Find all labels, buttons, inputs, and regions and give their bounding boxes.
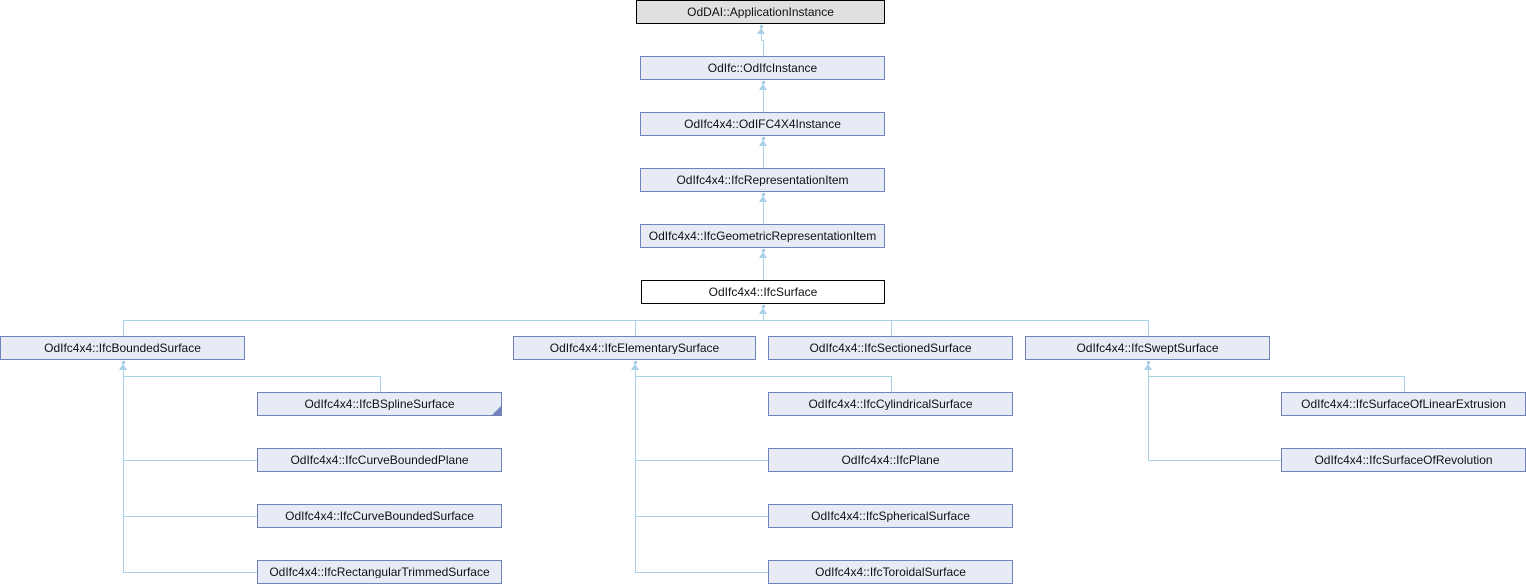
class-node-label: OdIfc4x4::IfcElementarySurface [549,342,720,354]
class-node-ifc-surface-of-linear-extrusion[interactable]: OdIfc4x4::IfcSurfaceOfLinearExtrusion [1281,392,1526,416]
edge-ifc-surface-to-ifc-geometric-representation-item [763,252,764,280]
bus-ifc-elementary-surface [635,376,891,377]
class-node-label: OdIfc4x4::IfcSurface [708,286,818,298]
edge-ifc-geometric-representation-item-to-ifc-representation-item [763,196,764,224]
inheritance-arrow-ifc-representation-item [759,140,767,146]
class-node-label: OdDAI::ApplicationInstance [687,6,834,18]
inheritance-arrow-trunk-ifc-swept-surface-nub [1147,361,1150,364]
class-node-ifc-geometric-representation-item[interactable]: OdIfc4x4::IfcGeometricRepresentationItem [640,224,885,248]
trunk-ifc-elementary-surface [635,364,636,572]
branch-ifc-toroidal-surface [635,572,768,573]
bus-riser-ifc-surface [763,308,764,320]
inheritance-arrow-ifc-representation-item-nub [762,137,765,140]
class-node-label: OdIfc4x4::IfcCurveBoundedSurface [285,510,474,522]
class-node-label: OdIfc4x4::IfcSectionedSurface [809,342,972,354]
drop-odifc-instance [763,40,764,56]
class-node-label: OdIfc4x4::IfcSurfaceOfRevolution [1314,454,1493,466]
inheritance-arrow-trunk-ifc-elementary-surface-nub [634,361,637,364]
branch-ifc-spherical-surface [635,516,768,517]
bus-ifc-swept-surface [1148,376,1404,377]
branch-ifc-curve-bounded-plane [123,460,257,461]
class-node-ifc-cylindrical-surface[interactable]: OdIfc4x4::IfcCylindricalSurface [768,392,1013,416]
class-node-label: OdIfc4x4::IfcSphericalSurface [811,510,970,522]
drop-ifc-swept-surface [1148,320,1149,336]
inheritance-arrow-trunk-ifc-swept-surface [1144,364,1152,370]
inheritance-arrow-trunk-ifc-bounded-surface [119,364,127,370]
bus-ifc-bounded-surface [123,376,380,377]
class-node-ifc-spherical-surface[interactable]: OdIfc4x4::IfcSphericalSurface [768,504,1013,528]
inheritance-arrow-ifc-surface-nub [762,249,765,252]
class-node-label: OdIfc4x4::IfcCurveBoundedPlane [290,454,469,466]
class-node-label: OdIfc4x4::IfcGeometricRepresentationItem [648,230,877,242]
inheritance-arrow-ifc-geometric-representation-item [759,196,767,202]
inheritance-arrow-bus-ifc-surface-nub [762,305,765,308]
inheritance-arrow-odifc4x4-instance-nub [762,81,765,84]
drop-ifc-elementary-surface [635,320,636,336]
branch-ifc-surface-of-revolution [1148,460,1281,461]
class-node-ifc-surface[interactable]: OdIfc4x4::IfcSurface [641,280,885,304]
class-node-label: OdIfc4x4::IfcCylindricalSurface [808,398,973,410]
class-node-ifc-rectangular-trimmed-surface[interactable]: OdIfc4x4::IfcRectangularTrimmedSurface [257,560,502,584]
class-node-ifc-elementary-surface[interactable]: OdIfc4x4::IfcElementarySurface [513,336,756,360]
trunk-ifc-swept-surface [1148,364,1149,460]
branch-ifc-curve-bounded-surface [123,516,257,517]
class-node-label: OdIfc4x4::IfcToroidalSurface [815,566,966,578]
class-node-ifc-surface-of-revolution[interactable]: OdIfc4x4::IfcSurfaceOfRevolution [1281,448,1526,472]
drop-ifc-bspline-surface [380,376,381,392]
trunk-ifc-bounded-surface [123,364,124,572]
class-node-label: OdIfc4x4::IfcRepresentationItem [676,174,849,186]
inheritance-arrow-ifc-geometric-representation-item-nub [762,193,765,196]
class-node-odifc-instance[interactable]: OdIfc::OdIfcInstance [640,56,885,80]
inheritance-arrow-odifc4x4-instance [759,84,767,90]
edge-odifc4x4-instance-to-odifc-instance [763,84,764,112]
class-node-ifc-curve-bounded-plane[interactable]: OdIfc4x4::IfcCurveBoundedPlane [257,448,502,472]
edge-ifc-representation-item-to-odifc4x4-instance [763,140,764,168]
inheritance-arrow-bus-ifc-surface [759,308,767,314]
drop-ifc-bounded-surface [123,320,124,336]
class-node-ifc-swept-surface[interactable]: OdIfc4x4::IfcSweptSurface [1025,336,1270,360]
class-node-ifc-bounded-surface[interactable]: OdIfc4x4::IfcBoundedSurface [0,336,245,360]
class-node-label: OdIfc4x4::IfcSweptSurface [1076,342,1219,354]
inheritance-arrow-bus-application-instance-nub [760,25,763,28]
class-node-label: OdIfc4x4::IfcBSplineSurface [304,398,455,410]
bus-riser-application-instance [761,28,762,40]
class-node-ifc-plane[interactable]: OdIfc4x4::IfcPlane [768,448,1013,472]
class-node-ifc-representation-item[interactable]: OdIfc4x4::IfcRepresentationItem [640,168,885,192]
class-node-ifc-curve-bounded-surface[interactable]: OdIfc4x4::IfcCurveBoundedSurface [257,504,502,528]
class-node-ifc-bspline-surface[interactable]: OdIfc4x4::IfcBSplineSurface [257,392,502,416]
class-node-label: OdIfc::OdIfcInstance [707,62,818,74]
inheritance-arrow-trunk-ifc-bounded-surface-nub [122,361,125,364]
class-node-label: OdIfc4x4::IfcBoundedSurface [44,342,201,354]
inheritance-arrow-trunk-ifc-elementary-surface [631,364,639,370]
class-node-application-instance[interactable]: OdDAI::ApplicationInstance [636,0,885,24]
drop-ifc-cylindrical-surface [891,376,892,392]
inheritance-arrow-ifc-surface [759,252,767,258]
drop-ifc-sectioned-surface [891,320,892,336]
inheritance-arrow-bus-application-instance [757,28,765,34]
class-node-ifc-toroidal-surface[interactable]: OdIfc4x4::IfcToroidalSurface [768,560,1013,584]
bus-application-instance [761,40,763,41]
branch-ifc-plane [635,460,768,461]
class-node-label: OdIfc4x4::OdIFC4X4Instance [684,118,841,130]
class-node-label: OdIfc4x4::IfcPlane [841,454,940,466]
class-node-ifc-sectioned-surface[interactable]: OdIfc4x4::IfcSectionedSurface [768,336,1013,360]
drop-ifc-surface-of-linear-extrusion [1404,376,1405,392]
class-node-label: OdIfc4x4::IfcSurfaceOfLinearExtrusion [1301,398,1506,410]
branch-ifc-rectangular-trimmed-surface [123,572,257,573]
class-node-label: OdIfc4x4::IfcRectangularTrimmedSurface [269,566,490,578]
class-node-odifc4x4-instance[interactable]: OdIfc4x4::OdIFC4X4Instance [640,112,885,136]
